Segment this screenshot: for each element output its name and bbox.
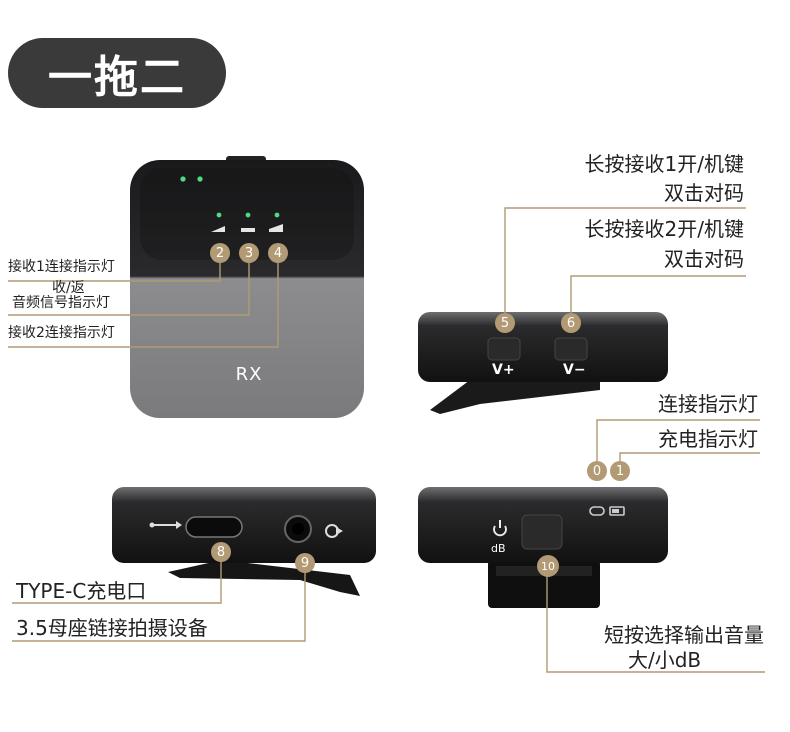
label-btn10-line2: 大/小dB <box>628 648 702 672</box>
label-typec: TYPE-C充电口 <box>16 579 147 603</box>
callout-lines <box>8 207 765 673</box>
audio-out-icon <box>325 524 343 538</box>
callout-badge-9: 9 <box>295 553 315 573</box>
label-btn5-line2: 双击对码 <box>664 181 744 205</box>
page-title: 一拖二 <box>8 38 226 108</box>
label-charge-led: 充电指示灯 <box>658 427 758 451</box>
label-rx1-led: 接收1连接指示灯 <box>8 259 115 275</box>
side-device-buttons <box>418 312 668 414</box>
usb-icon <box>149 521 182 529</box>
power-icon <box>493 520 507 537</box>
label-jack: 3.5母座链接拍摄设备 <box>16 616 208 640</box>
label-return-line2: 音频信号指示灯 <box>12 295 110 311</box>
label-btn6-line2: 双击对码 <box>664 247 744 271</box>
db-button <box>521 514 563 550</box>
link-icon <box>589 506 605 516</box>
label-rx2-led: 接收2连接指示灯 <box>8 325 115 341</box>
callout-badge-6: 6 <box>561 313 581 333</box>
led-dot <box>180 176 186 182</box>
callout-badge-0: 0 <box>587 461 607 481</box>
callout-badge-8: 8 <box>211 542 231 562</box>
callout-badge-5: 5 <box>495 313 515 333</box>
label-return-line1: 收/返 <box>52 280 85 296</box>
callout-badge-1: 1 <box>610 461 630 481</box>
bottom-device-db <box>418 487 668 608</box>
model-label: RX <box>235 364 263 385</box>
front-device <box>130 156 364 418</box>
battery-icon <box>609 506 625 516</box>
callout-badge-3: 3 <box>239 243 259 263</box>
led-dot <box>197 176 203 182</box>
callout-badge-10: 10 <box>537 555 559 577</box>
callout-badge-2: 2 <box>210 243 230 263</box>
label-btn5-line1: 长按接收1开/机键 <box>584 152 744 176</box>
vminus-label: V− <box>563 362 586 378</box>
label-btn10-line1: 短按选择输出音量 <box>604 623 764 647</box>
label-conn-led: 连接指示灯 <box>658 392 758 416</box>
typec-port <box>185 516 243 538</box>
db-label: dB <box>491 542 506 555</box>
label-btn6-line1: 长按接收2开/机键 <box>584 217 744 241</box>
bottom-device-ports <box>112 487 376 596</box>
vplus-label: V+ <box>492 362 515 378</box>
callout-badge-4: 4 <box>268 243 288 263</box>
